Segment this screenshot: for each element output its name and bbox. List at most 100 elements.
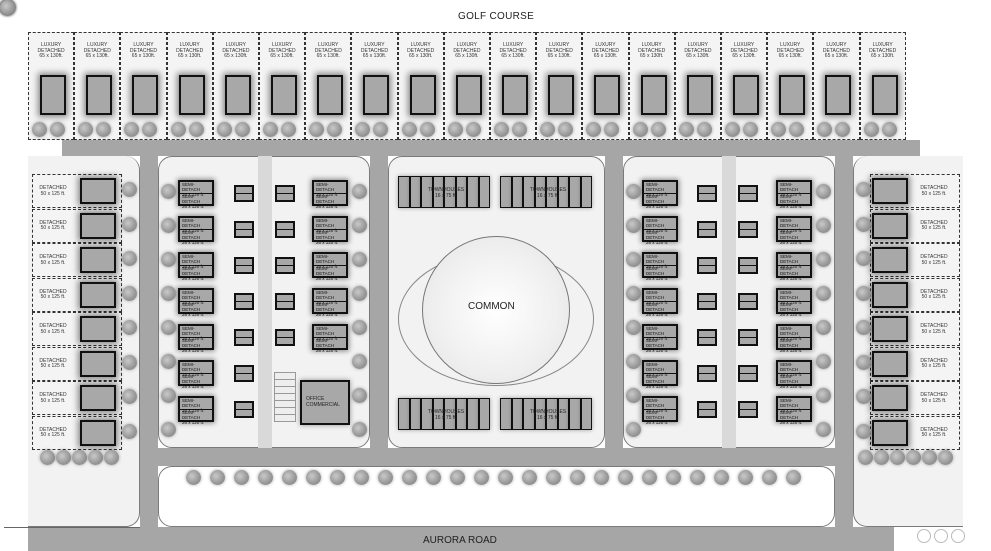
luxury-house (271, 75, 297, 115)
right-street (835, 150, 853, 530)
detached-house-left (80, 178, 116, 204)
tree (856, 354, 871, 370)
lower-street (140, 448, 853, 466)
tree (816, 388, 831, 403)
tree (771, 122, 787, 137)
luxury-house (363, 75, 390, 115)
tree (450, 470, 465, 485)
tree (161, 286, 176, 301)
common-circle (422, 236, 570, 384)
tree (856, 423, 871, 439)
tree (856, 389, 871, 404)
detached-house-right (872, 419, 908, 446)
tree (856, 216, 871, 232)
tree (122, 285, 137, 301)
tree (632, 122, 648, 137)
tree (642, 470, 657, 485)
tree (604, 122, 620, 137)
tree (816, 184, 831, 199)
tree (618, 470, 633, 485)
garage (697, 293, 717, 310)
luxury-house (132, 75, 159, 115)
luxury-house (317, 75, 344, 115)
tree (743, 122, 758, 137)
townhouse-unit (398, 398, 410, 430)
tree (874, 450, 889, 465)
garage (275, 257, 295, 274)
townhouse-unit (580, 398, 592, 430)
garage (738, 257, 758, 274)
tree (540, 122, 556, 137)
townhouse-unit (455, 176, 467, 208)
garage (234, 329, 254, 346)
tree (186, 470, 201, 485)
detached-house-right (872, 178, 908, 204)
tree (327, 122, 343, 137)
tree (263, 122, 278, 137)
tree (789, 122, 805, 137)
garage (234, 221, 254, 238)
townhouse-unit (569, 176, 581, 208)
tree (72, 450, 87, 465)
garage (234, 401, 254, 418)
common-label: COMMON (468, 301, 515, 312)
tree (96, 122, 112, 137)
tree (762, 470, 777, 485)
townhouse-unit (444, 176, 456, 208)
legend-circle-3[interactable] (951, 529, 965, 543)
garage (234, 257, 254, 274)
garage (275, 221, 295, 238)
luxury-house (455, 75, 482, 115)
mid-left-street (370, 150, 388, 460)
office-commercial-label: OFFICE COMMERCIAL (306, 396, 340, 408)
townhouse-unit (478, 398, 490, 430)
tree (570, 470, 585, 485)
tree (234, 122, 250, 137)
garage (234, 293, 254, 310)
tree (32, 122, 47, 137)
luxury-house (409, 75, 436, 115)
detached-house-left (80, 350, 116, 377)
townhouse-unit (421, 398, 433, 430)
top-street (62, 140, 920, 156)
tree (104, 450, 119, 465)
tree (856, 182, 871, 197)
tree (816, 320, 831, 335)
tree (678, 122, 694, 137)
townhouse-unit (409, 176, 421, 208)
tree (309, 122, 325, 137)
townhouse-unit (534, 176, 546, 208)
legend-circle-2[interactable] (934, 529, 948, 543)
tree (626, 388, 641, 403)
parking-lot (274, 372, 296, 422)
left-street (140, 150, 158, 530)
mid-right-street (605, 150, 623, 460)
legend-circle-1[interactable] (917, 529, 931, 543)
townhouse-unit (500, 176, 512, 208)
aurora-road (28, 527, 894, 551)
detached-house-left (80, 385, 116, 411)
tree (122, 320, 137, 335)
detached-house-right (872, 281, 908, 308)
townhouse-unit (455, 398, 467, 430)
townhouse-unit (557, 398, 569, 430)
detached-house-left (80, 419, 116, 446)
tree (352, 184, 367, 199)
townhouse-unit (523, 398, 535, 430)
tree (494, 122, 509, 137)
garage (697, 365, 717, 382)
tree (352, 422, 367, 437)
garage (738, 185, 758, 202)
